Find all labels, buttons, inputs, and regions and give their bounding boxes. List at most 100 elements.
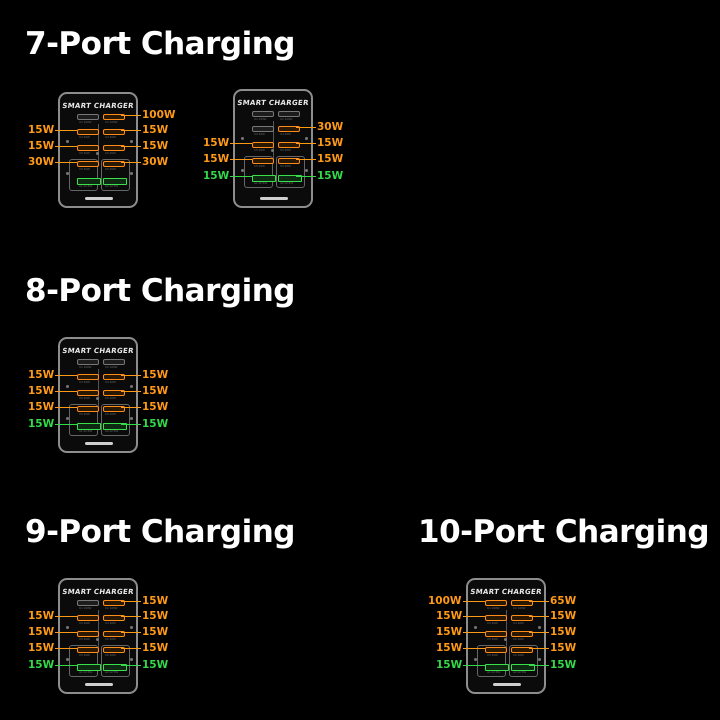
port-label: C4 30W bbox=[105, 621, 116, 625]
usb-c-port bbox=[103, 129, 125, 135]
wattage-label: 15W bbox=[142, 140, 169, 152]
leader-line bbox=[296, 159, 316, 160]
usb-a-port bbox=[278, 175, 302, 182]
wattage-label: 15W bbox=[317, 153, 344, 165]
port-compartment bbox=[276, 156, 305, 188]
port-label: C4 30W bbox=[280, 132, 291, 136]
screw-icon bbox=[130, 417, 133, 420]
leader-line bbox=[121, 632, 141, 633]
screw-icon bbox=[130, 658, 133, 661]
leader-line bbox=[55, 407, 77, 408]
port-label: A1 22.5W bbox=[79, 670, 93, 674]
port-label: C2 100W bbox=[105, 365, 118, 369]
screw-icon bbox=[305, 137, 308, 140]
leader-line bbox=[121, 162, 141, 163]
charger-divider bbox=[506, 610, 507, 648]
port-label: A2 22.5W bbox=[105, 670, 119, 674]
usb-a-port bbox=[103, 423, 127, 430]
wattage-label: 15W bbox=[28, 124, 55, 136]
port-label: A2 22.5W bbox=[105, 429, 119, 433]
leader-line bbox=[55, 162, 77, 163]
charger-brand-text: SMART CHARGER bbox=[61, 588, 135, 596]
screw-icon bbox=[66, 140, 69, 143]
usb-c-port bbox=[485, 615, 507, 621]
section-title-10-port: 10-Port Charging bbox=[418, 514, 710, 550]
port-label: C6 30W bbox=[513, 653, 524, 657]
port-label: C6 30W bbox=[105, 653, 116, 657]
usb-c-port bbox=[103, 600, 125, 606]
leader-line bbox=[121, 648, 141, 649]
screw-icon bbox=[130, 172, 133, 175]
leader-line bbox=[121, 665, 141, 666]
usb-c-port bbox=[511, 615, 533, 621]
leader-line bbox=[529, 665, 549, 666]
wattage-label: 15W bbox=[550, 659, 577, 671]
screw-icon bbox=[504, 638, 507, 641]
wattage-label: 15W bbox=[28, 140, 55, 152]
leader-line bbox=[529, 616, 549, 617]
leader-line bbox=[529, 632, 549, 633]
port-label: C4 30W bbox=[105, 380, 116, 384]
wattage-label: 15W bbox=[142, 401, 169, 413]
wattage-label: 15W bbox=[142, 418, 169, 430]
leader-line bbox=[121, 424, 141, 425]
screw-icon bbox=[66, 626, 69, 629]
charger-divider bbox=[273, 121, 274, 159]
leader-line bbox=[121, 391, 141, 392]
section-title-8-port: 8-Port Charging bbox=[25, 273, 295, 309]
port-label: A2 22.5W bbox=[280, 181, 294, 185]
screw-icon bbox=[66, 658, 69, 661]
usb-c-port bbox=[485, 631, 507, 637]
port-label: C6 30W bbox=[105, 637, 116, 641]
usb-c-port bbox=[77, 145, 99, 151]
port-compartment bbox=[101, 645, 130, 677]
usb-a-port bbox=[252, 175, 276, 182]
usb-c-port bbox=[278, 111, 300, 117]
wattage-label: 15W bbox=[550, 610, 577, 622]
screw-icon bbox=[96, 638, 99, 641]
usb-c-port bbox=[252, 111, 274, 117]
port-compartment bbox=[477, 645, 506, 677]
charger-divider bbox=[98, 124, 99, 162]
wattage-label: 15W bbox=[436, 610, 463, 622]
usb-c-port bbox=[252, 142, 274, 148]
screw-icon bbox=[130, 626, 133, 629]
usb-c-port bbox=[103, 374, 125, 380]
usb-c-port bbox=[103, 359, 125, 365]
wattage-label: 15W bbox=[436, 659, 463, 671]
port-label: A2 22.5W bbox=[105, 184, 119, 188]
usb-c-port bbox=[485, 647, 507, 653]
charger-grip bbox=[85, 197, 113, 200]
wattage-label: 15W bbox=[142, 642, 169, 654]
leader-line bbox=[529, 601, 549, 602]
leader-line bbox=[55, 665, 77, 666]
leader-line bbox=[463, 648, 485, 649]
usb-c-port bbox=[511, 631, 533, 637]
charger-grip bbox=[260, 197, 288, 200]
usb-c-port bbox=[77, 359, 99, 365]
screw-icon bbox=[538, 626, 541, 629]
screw-icon bbox=[130, 140, 133, 143]
wattage-label: 15W bbox=[142, 385, 169, 397]
leader-line bbox=[296, 143, 316, 144]
usb-c-port bbox=[77, 374, 99, 380]
usb-c-port bbox=[103, 615, 125, 621]
port-label: C6 30W bbox=[280, 148, 291, 152]
wattage-label: 15W bbox=[28, 626, 55, 638]
leader-line bbox=[55, 130, 77, 131]
port-label: C3 30W bbox=[79, 621, 90, 625]
usb-a-port bbox=[103, 664, 127, 671]
wattage-label: 100W bbox=[142, 109, 176, 121]
usb-c-port bbox=[103, 631, 125, 637]
charger-brand-text: SMART CHARGER bbox=[236, 99, 310, 107]
port-label: A1 22.5W bbox=[487, 670, 501, 674]
charger-brand-text: SMART CHARGER bbox=[61, 102, 135, 110]
port-label: C2 100W bbox=[280, 117, 293, 121]
wattage-label: 15W bbox=[317, 170, 344, 182]
leader-line bbox=[121, 146, 141, 147]
leader-line bbox=[463, 616, 485, 617]
wattage-label: 15W bbox=[142, 610, 169, 622]
usb-a-port bbox=[511, 664, 535, 671]
